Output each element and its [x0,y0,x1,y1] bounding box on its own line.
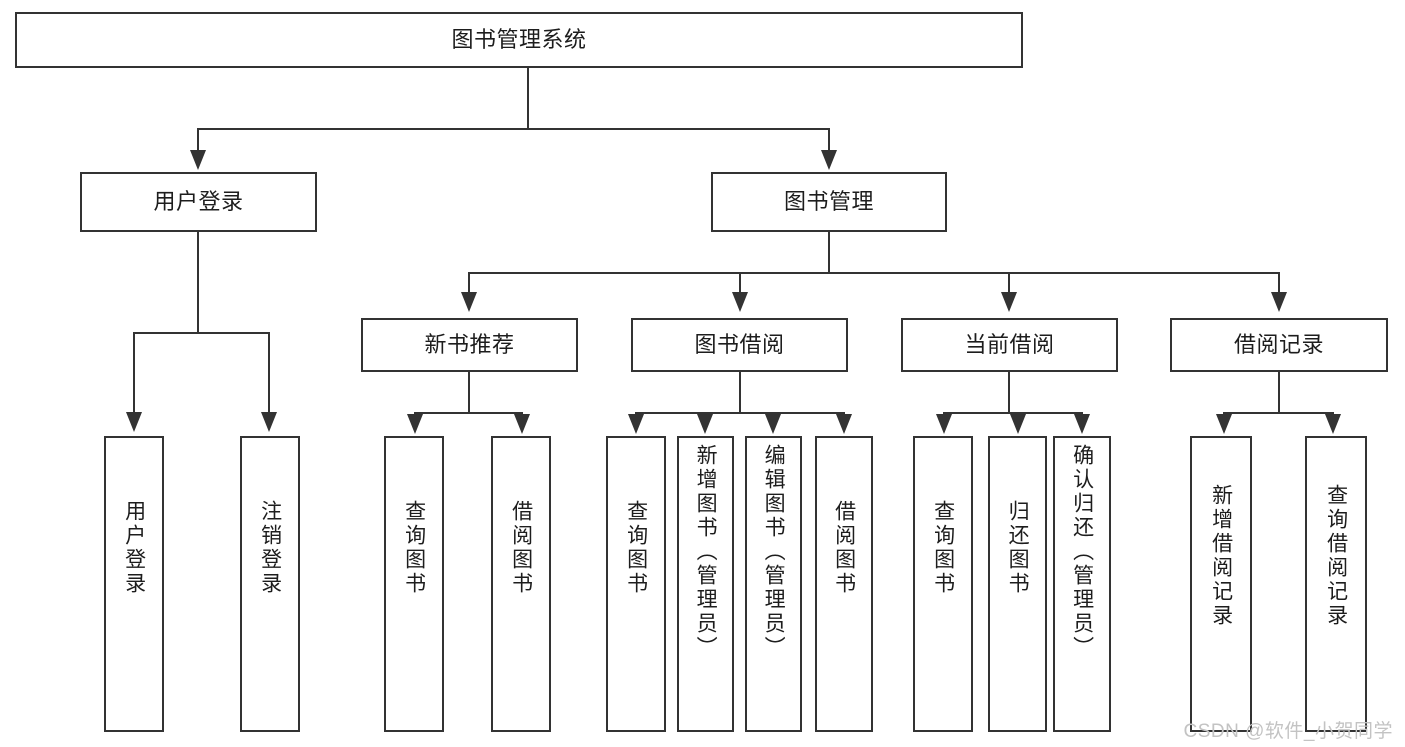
connector-level3-drop-4 [1278,272,1280,294]
connector-user-login-stem [197,232,199,332]
connector-nbr-bus [414,412,522,414]
node-leaf-edit-book-label: 编辑图书（管理员） [762,444,786,660]
connector-nbr-stem [468,372,470,412]
node-current-borrow[interactable]: 当前借阅 [901,318,1118,372]
node-leaf-query-book-2[interactable]: 查询图书 [606,436,666,732]
connector-level3-drop-3 [1008,272,1010,294]
node-leaf-query-record-label: 查询借阅记录 [1324,484,1348,628]
arrowhead-new-book-recommend [461,292,477,312]
arrowhead-leaf-add-record [1216,414,1232,434]
arrowhead-leaf-add-book [697,414,713,434]
connector-cb-stem [1008,372,1010,412]
node-leaf-user-login[interactable]: 用户登录 [104,436,164,732]
node-new-book-recommend[interactable]: 新书推荐 [361,318,578,372]
node-user-login-label: 用户登录 [153,189,244,215]
node-borrow-record[interactable]: 借阅记录 [1170,318,1388,372]
node-leaf-borrow-book-2[interactable]: 借阅图书 [815,436,873,732]
connector-level1-drop-left [197,128,199,154]
node-leaf-return-book[interactable]: 归还图书 [988,436,1047,732]
node-leaf-logout[interactable]: 注销登录 [240,436,300,732]
arrowhead-leaf-query-book-2 [628,414,644,434]
node-leaf-borrow-book-1[interactable]: 借阅图书 [491,436,551,732]
node-leaf-borrow-book-1-label: 借阅图书 [509,500,533,596]
node-leaf-add-book[interactable]: 新增图书（管理员） [677,436,734,732]
node-root-system[interactable]: 图书管理系统 [15,12,1023,68]
node-root-system-label: 图书管理系统 [451,27,587,53]
node-leaf-query-book-1[interactable]: 查询图书 [384,436,444,732]
connector-level3-drop-2 [739,272,741,294]
arrowhead-leaf-query-book-1 [407,414,423,434]
arrowhead-leaf-return-book [1010,414,1026,434]
node-leaf-add-record[interactable]: 新增借阅记录 [1190,436,1252,732]
connector-bb-stem [739,372,741,412]
connector-user-login-drop-2 [268,332,270,414]
arrowhead-leaf-user-login [126,412,142,432]
arrowhead-book-manage [821,150,837,170]
connector-bb-bus [635,412,844,414]
node-leaf-logout-label: 注销登录 [258,500,282,596]
connector-user-login-drop-1 [133,332,135,414]
arrowhead-leaf-edit-book [765,414,781,434]
node-book-borrow-label: 图书借阅 [694,332,785,358]
node-leaf-query-record[interactable]: 查询借阅记录 [1305,436,1367,732]
connector-level1-bus [197,128,830,130]
node-leaf-user-login-label: 用户登录 [122,500,146,596]
node-leaf-confirm-return[interactable]: 确认归还（管理员） [1053,436,1111,732]
arrowhead-leaf-query-book-3 [936,414,952,434]
node-leaf-add-record-label: 新增借阅记录 [1209,484,1233,628]
arrowhead-borrow-record [1271,292,1287,312]
connector-cb-bus [943,412,1082,414]
node-user-login[interactable]: 用户登录 [80,172,317,232]
node-book-borrow[interactable]: 图书借阅 [631,318,848,372]
arrowhead-user-login [190,150,206,170]
connector-level3-bus [468,272,1280,274]
arrowhead-leaf-query-record [1325,414,1341,434]
node-leaf-borrow-book-2-label: 借阅图书 [832,500,856,596]
node-book-manage-label: 图书管理 [783,189,874,215]
connector-user-login-bus [133,332,269,334]
node-leaf-query-book-3-label: 查询图书 [931,500,955,596]
node-new-book-recommend-label: 新书推荐 [424,332,515,358]
connector-level3-drop-1 [468,272,470,294]
arrowhead-leaf-borrow-book-1 [514,414,530,434]
node-leaf-confirm-return-label: 确认归还（管理员） [1070,444,1094,660]
arrowhead-leaf-logout [261,412,277,432]
node-leaf-edit-book[interactable]: 编辑图书（管理员） [745,436,802,732]
node-leaf-query-book-2-label: 查询图书 [624,500,648,596]
arrowhead-book-borrow [732,292,748,312]
node-leaf-query-book-3[interactable]: 查询图书 [913,436,973,732]
node-book-manage[interactable]: 图书管理 [711,172,947,232]
node-leaf-query-book-1-label: 查询图书 [402,500,426,596]
arrowhead-current-borrow [1001,292,1017,312]
connector-book-manage-stem [828,232,830,272]
arrowhead-leaf-confirm-return [1074,414,1090,434]
node-borrow-record-label: 借阅记录 [1233,332,1324,358]
arrowhead-leaf-borrow-book-2 [836,414,852,434]
connector-root-stem [527,68,529,128]
connector-br-bus [1223,412,1333,414]
node-leaf-add-book-label: 新增图书（管理员） [694,444,718,660]
connector-level1-drop-right [828,128,830,154]
node-leaf-return-book-label: 归还图书 [1006,500,1030,596]
connector-br-stem [1278,372,1280,412]
node-current-borrow-label: 当前借阅 [964,332,1055,358]
